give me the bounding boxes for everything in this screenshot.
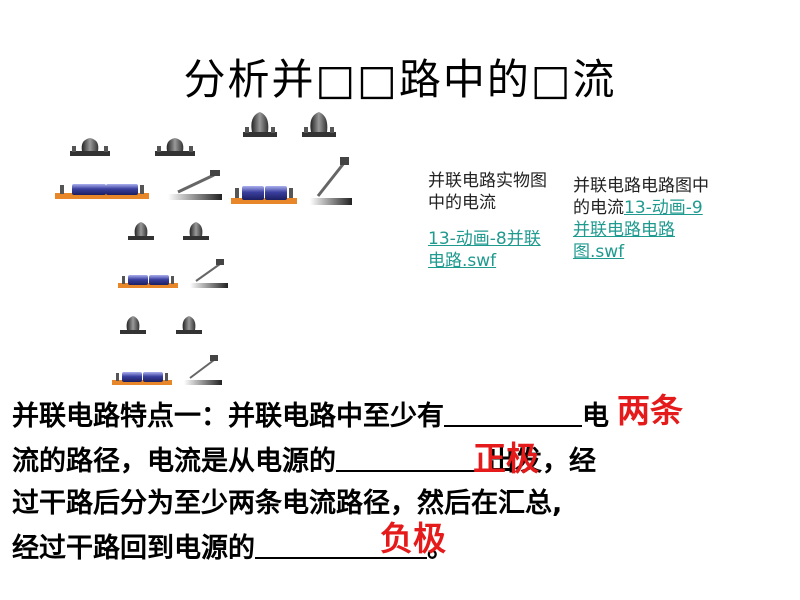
parallel-circuit-paragraph: 并联电路特点一：并联电路中至少有 电 流的路径，电流是从电源的 出发，经 过干路后分… [12,393,792,570]
battery-box-icon [231,186,297,204]
switch-icon [184,355,222,385]
answer-blank-2 [336,440,488,472]
answer-two-paths: 两条 [617,391,683,430]
paragraph-line-2: 流的路径，电流是从电源的 出发，经 [12,438,792,483]
bulb-holder-icon [183,222,209,240]
paragraph-line-4: 经过干路回到电源的 。 [12,525,792,570]
page-title: 分析并□□路中的□流 [183,55,617,104]
answer-negative-pole: 负极 [380,519,446,558]
answer-blank-3 [255,527,427,559]
note-parallel-diagram: 并联电路电路图中的电流13-动画-9并联电路电路图.swf [573,175,713,263]
answer-positive-pole: 正极 [473,439,539,478]
note-text: 并联电路实物图中的电流 [428,171,547,213]
switch-icon [168,170,222,200]
animation-link-9[interactable]: 13-动画-9并联电路电路图.swf [573,198,703,262]
bulb-holder-icon [70,138,110,156]
answer-blank-1 [444,395,582,427]
battery-box-icon [112,372,172,385]
battery-box-icon [55,184,149,199]
bulb-holder-icon [176,316,202,334]
paragraph-text: 流的路径，电流是从电源的 [12,446,336,477]
paragraph-text: 。 [427,533,454,564]
bulb-holder-icon [120,316,146,334]
bulb-holder-icon [243,112,277,137]
bulb-holder-icon [302,112,336,137]
switch-icon [310,157,352,205]
paragraph-text: 并联电路特点一：并联电路中至少有 [12,401,444,432]
battery-box-icon [118,275,178,288]
paragraph-line-3: 过干路后分为至少两条电流路径，然后在汇总, [12,488,563,519]
switch-icon [190,259,228,288]
note-parallel-physical: 并联电路实物图中的电流 13-动画-8并联电路.swf [428,170,554,272]
note-text: 并联电路电路图中的电流 [573,176,709,218]
paragraph-text: 电 [582,401,609,432]
paragraph-text: 经过干路回到电源的 [12,533,255,564]
bulb-holder-icon [128,222,154,240]
circuit-apparatus-illustration [55,112,352,385]
bulb-holder-icon [155,138,195,156]
animation-link-8[interactable]: 13-动画-8并联电路.swf [428,229,541,271]
paragraph-text: 出发，经 [488,446,596,477]
paragraph-line-1: 并联电路特点一：并联电路中至少有 电 [12,393,792,438]
